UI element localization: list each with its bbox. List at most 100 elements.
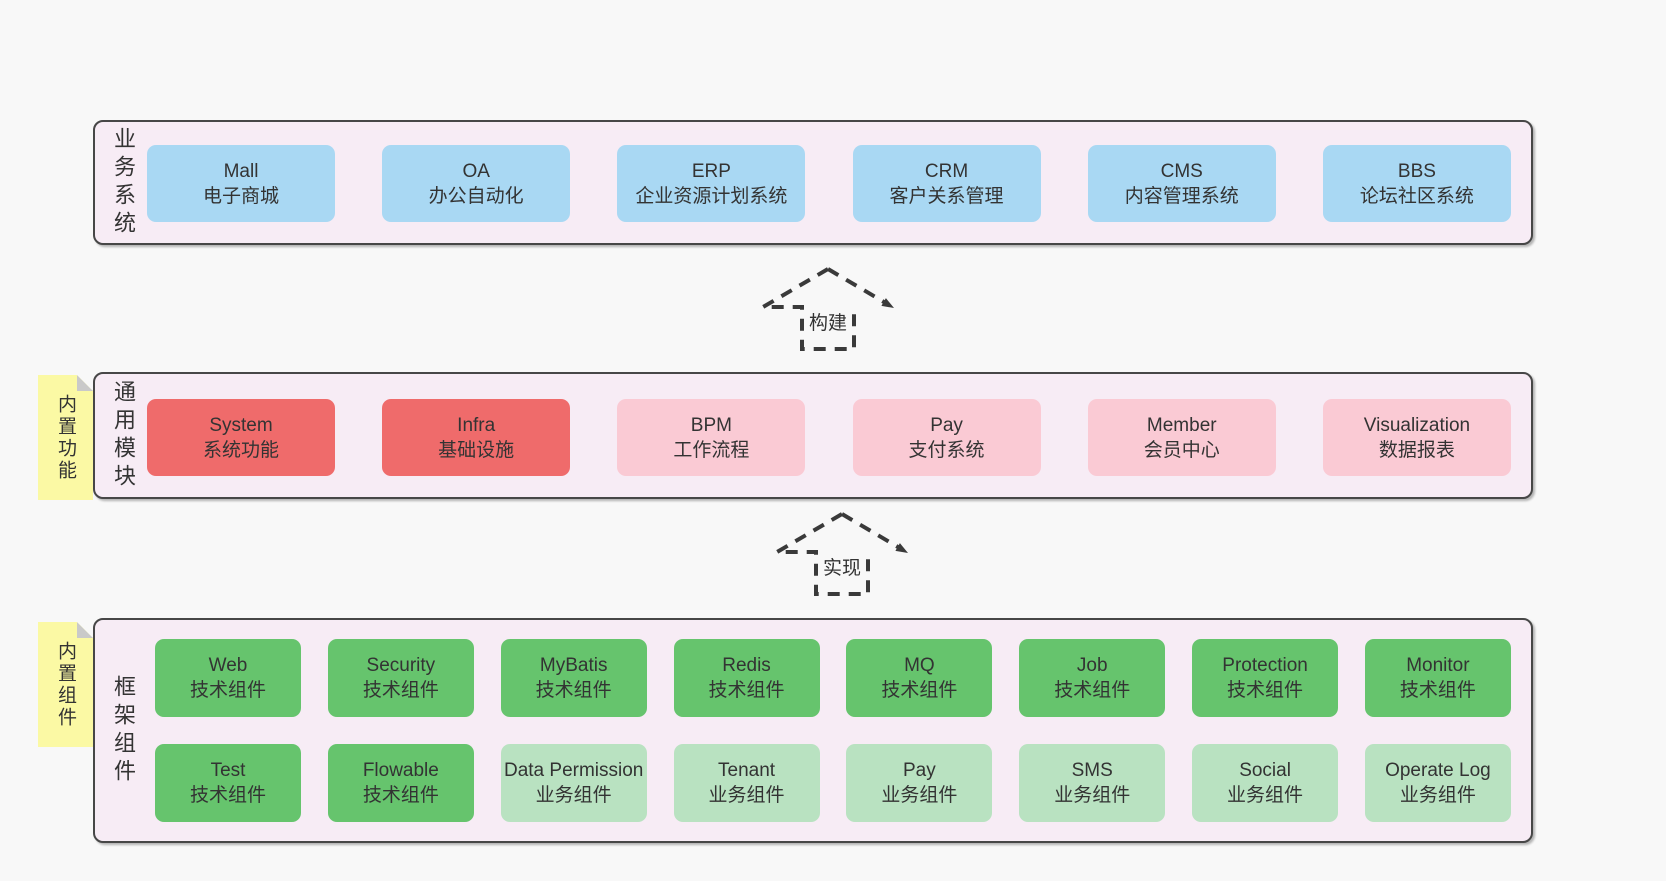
dashed-up-arrow-icon [774, 512, 908, 596]
box-bpm: BPM 工作流程 [617, 399, 806, 476]
box-sms: SMS 业务组件 [1019, 744, 1166, 822]
panel-label: 业务系统 [111, 126, 136, 239]
box-subtitle: 技术组件 [1227, 680, 1304, 701]
box-erp: ERP 企业资源计划系统 [617, 145, 806, 222]
box-title: Social [1239, 760, 1291, 781]
box-title: ERP [691, 160, 731, 182]
box-subtitle: 办公自动化 [428, 185, 524, 207]
box-subtitle: 技术组件 [362, 680, 439, 701]
implement-arrow: 实现 [774, 511, 910, 597]
box-subtitle: 业务组件 [1399, 785, 1476, 806]
note-label: 内置组件 [55, 640, 76, 729]
box-mq: MQ 技术组件 [846, 639, 993, 717]
box-infra: Infra 基础设施 [382, 399, 571, 476]
note-built-in-functions: 内置功能 [38, 375, 93, 500]
box-row: Mall 电子商城 OA 办公自动化 ERP 企业资源计划系统 CRM 客户关系管理 CMS 内容… [147, 145, 1511, 222]
box-title: BPM [690, 414, 732, 436]
box-title: Security [366, 655, 436, 676]
box-title: MQ [904, 655, 935, 676]
box-subtitle: 技术组件 [535, 680, 612, 701]
box-subtitle: 技术组件 [708, 680, 785, 701]
panel-label: 框架组件 [111, 674, 136, 787]
box-visualization: Visualization 数据报表 [1322, 399, 1511, 476]
box-bbs: BBS 论坛社区系统 [1322, 145, 1511, 222]
box-protection: Protection 技术组件 [1192, 639, 1339, 717]
box-subtitle: 技术组件 [189, 680, 266, 701]
box-job: Job 技术组件 [1019, 639, 1166, 717]
box-subtitle: 会员中心 [1143, 439, 1220, 461]
box-title: Protection [1222, 655, 1308, 676]
box-subtitle: 业务组件 [881, 785, 958, 806]
box-social: Social 业务组件 [1192, 744, 1339, 822]
box-title: Operate Log [1385, 760, 1491, 781]
panel-business-systems: 业务系统 Mall 电子商城 OA 办公自动化 ERP 企业资源计划系统 CRM 客户关系管理… [93, 120, 1533, 245]
box-crm: CRM 客户关系管理 [852, 145, 1041, 222]
box-test: Test 技术组件 [155, 744, 301, 822]
arrow-label: 构建 [805, 308, 851, 335]
box-subtitle: 业务组件 [1054, 785, 1131, 806]
note-built-in-components: 内置组件 [38, 622, 93, 747]
box-subtitle: 系统功能 [202, 439, 279, 461]
box-oa: OA 办公自动化 [382, 145, 571, 222]
box-title: Pay [903, 760, 936, 781]
box-title: SMS [1071, 760, 1113, 781]
box-title: BBS [1397, 160, 1436, 182]
box-subtitle: 工作流程 [673, 439, 750, 461]
box-web: Web 技术组件 [155, 639, 301, 717]
box-title: Redis [722, 655, 771, 676]
box-title: Mall [223, 160, 259, 182]
box-subtitle: 数据报表 [1378, 439, 1455, 461]
dashed-up-arrow-icon [760, 267, 894, 351]
box-cms: CMS 内容管理系统 [1087, 145, 1276, 222]
box-subtitle: 论坛社区系统 [1359, 185, 1474, 207]
box-subtitle: 电子商城 [202, 185, 279, 207]
box-mall: Mall 电子商城 [147, 145, 335, 222]
box-mybatis: MyBatis 技术组件 [500, 639, 647, 717]
box-subtitle: 技术组件 [189, 785, 266, 806]
panel-label: 通用模块 [111, 379, 136, 492]
box-subtitle: 技术组件 [1054, 680, 1131, 701]
box-subtitle: 技术组件 [362, 785, 439, 806]
box-title: Test [210, 760, 246, 781]
arrow-label: 实现 [819, 553, 865, 580]
box-subtitle: 技术组件 [881, 680, 958, 701]
box-title: System [209, 414, 273, 436]
box-subtitle: 业务组件 [1227, 785, 1304, 806]
box-title: CMS [1160, 160, 1203, 182]
box-title: Infra [457, 414, 496, 436]
note-label: 内置功能 [55, 393, 76, 482]
box-title: Tenant [718, 760, 776, 781]
box-title: MyBatis [539, 655, 608, 676]
folded-corner-icon [77, 622, 93, 638]
box-title: Web [208, 655, 248, 676]
box-subtitle: 业务组件 [535, 785, 612, 806]
box-title: Data Permission [503, 760, 644, 781]
box-title: CRM [924, 160, 969, 182]
box-tenant: Tenant 业务组件 [673, 744, 820, 822]
box-subtitle: 业务组件 [708, 785, 785, 806]
box-title: Monitor [1406, 655, 1470, 676]
box-title: Visualization [1363, 414, 1471, 436]
box-subtitle: 技术组件 [1399, 680, 1476, 701]
box-title: OA [462, 160, 490, 182]
build-arrow: 构建 [760, 266, 896, 352]
box-data-permission: Data Permission 业务组件 [500, 744, 647, 822]
box-subtitle: 基础设施 [438, 439, 515, 461]
box-security: Security 技术组件 [327, 639, 474, 717]
box-title: Pay [930, 414, 963, 436]
box-pay: Pay 业务组件 [846, 744, 993, 822]
box-redis: Redis 技术组件 [673, 639, 820, 717]
box-subtitle: 企业资源计划系统 [635, 185, 788, 207]
box-title: Job [1076, 655, 1108, 676]
box-monitor: Monitor 技术组件 [1364, 639, 1511, 717]
box-subtitle: 内容管理系统 [1124, 185, 1239, 207]
box-subtitle: 客户关系管理 [889, 185, 1004, 207]
